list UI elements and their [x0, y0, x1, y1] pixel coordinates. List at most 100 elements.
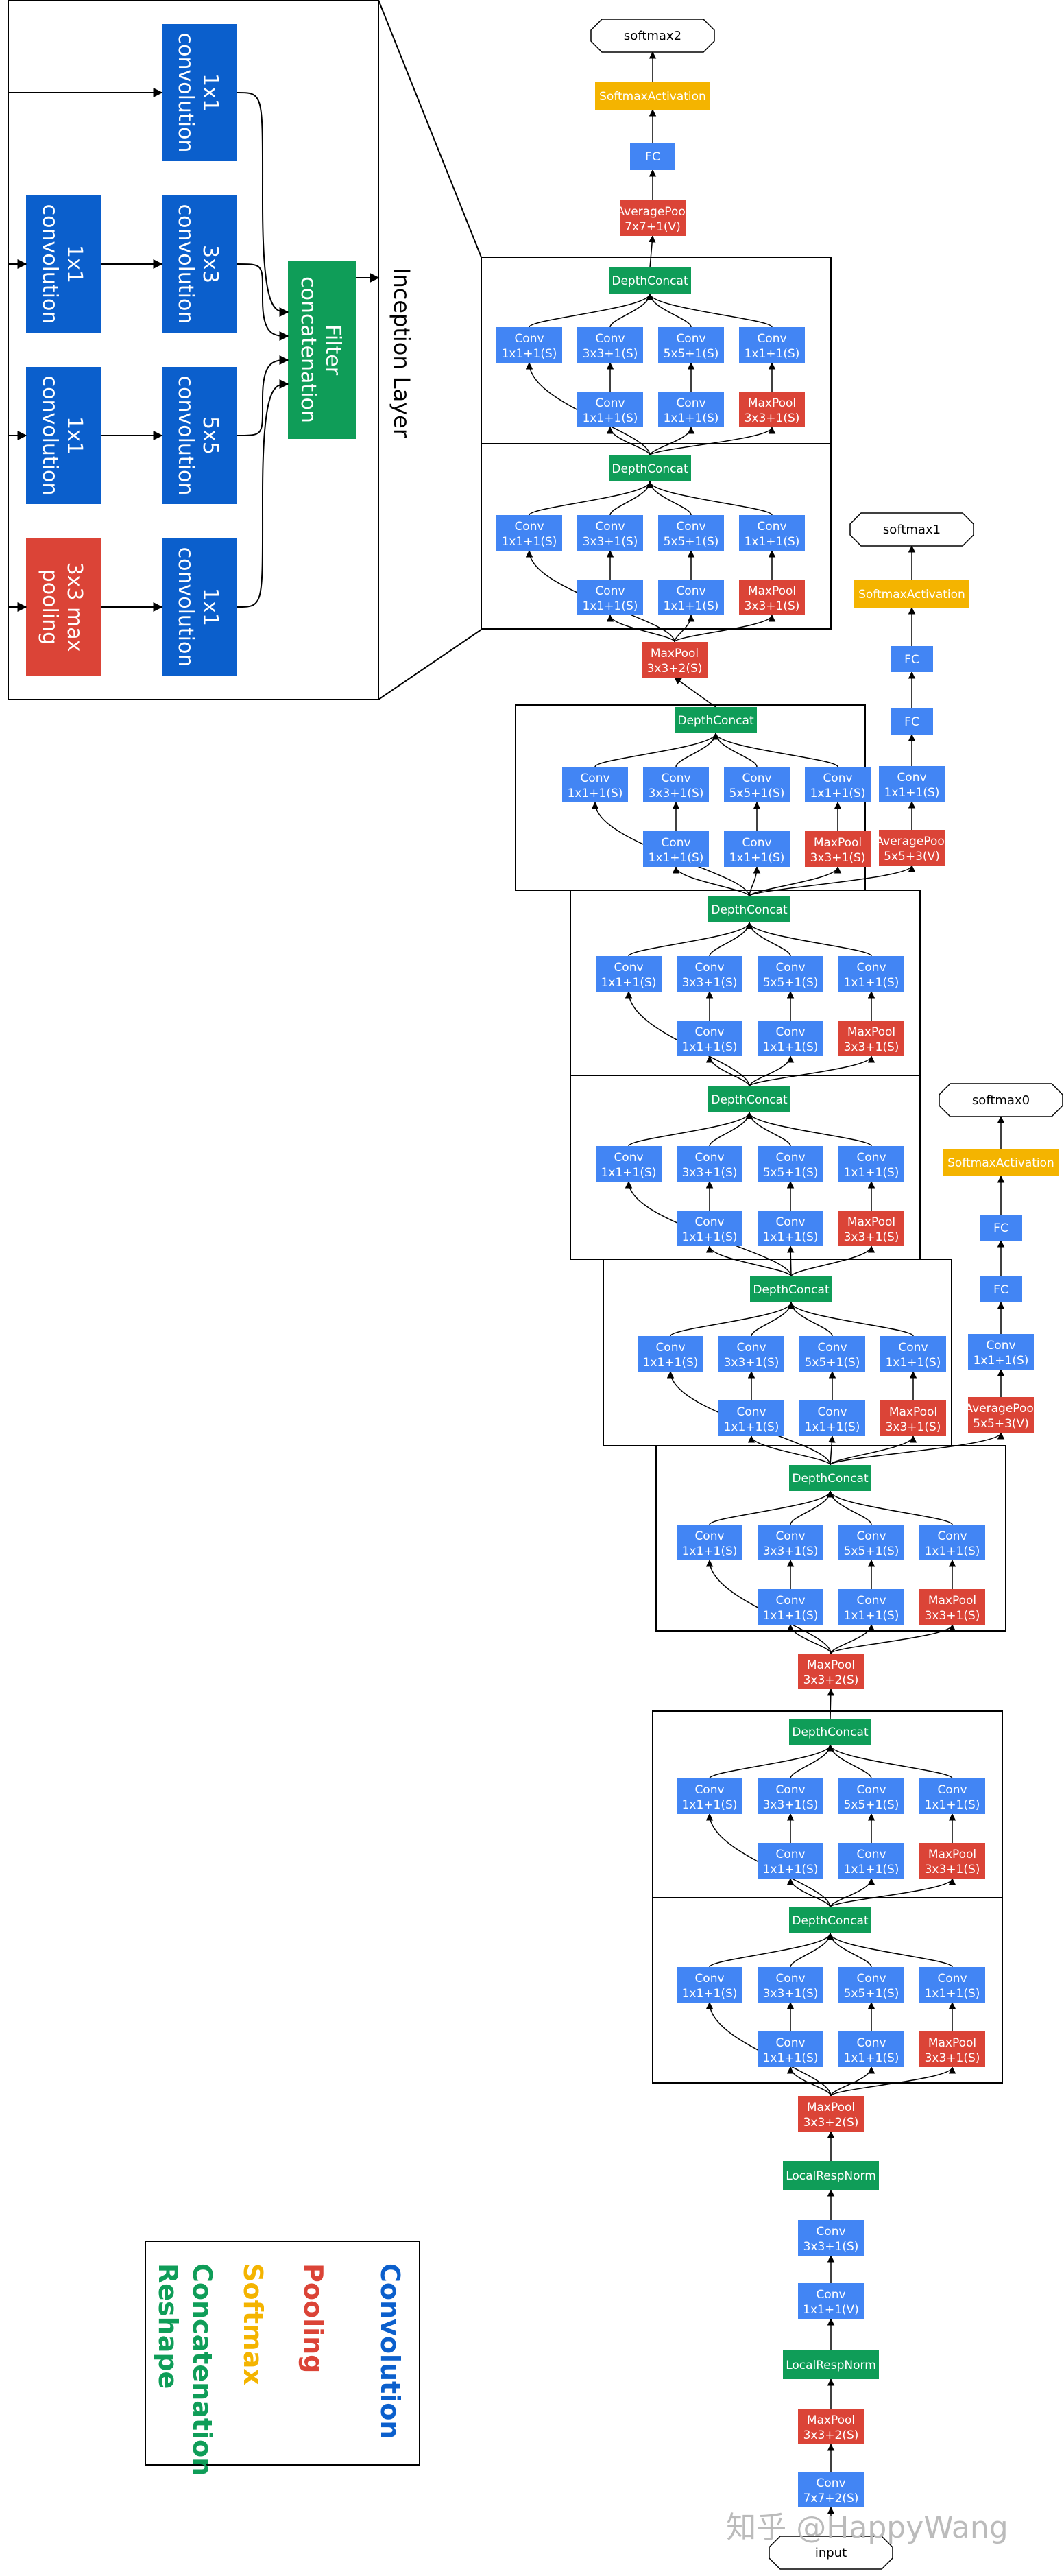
- edge-pool2-to-i3a-mp: [830, 2066, 956, 2097]
- edge-pool2-to-i3a-r5: [830, 2066, 875, 2097]
- node-label: Conv: [856, 1972, 886, 1985]
- node-box: [677, 1146, 742, 1182]
- node-input: input: [769, 2536, 893, 2570]
- node-label: FC: [904, 715, 919, 729]
- edge-i4a-concat-to-i4b-r3: [747, 1435, 831, 1466]
- node-sublabel: 3x3+2(S): [803, 1673, 859, 1687]
- node-sublabel: 5x5+1(S): [763, 976, 819, 990]
- node-box: [577, 327, 643, 363]
- inc-conv1x1-a: 1x1convolution: [26, 195, 101, 333]
- inc-conv1x1-pool-box: [162, 538, 237, 676]
- node-box: [724, 767, 790, 802]
- edge-i4e-c5-to-i4e-concat: [712, 732, 758, 767]
- node-box: [854, 580, 969, 608]
- inc-filter-concat: Filterconcatenation: [288, 261, 356, 439]
- legend: ConvolutionPoolingSoftmaxConcatenationRe…: [145, 2241, 420, 2476]
- inc-conv1x1-pool: 1x1convolution: [162, 538, 237, 676]
- inc-conv1x1-b-label: 1x1convolution: [38, 376, 86, 496]
- node-box: [718, 1400, 784, 1436]
- node-sublabel: 3x3+2(S): [803, 2116, 859, 2130]
- edge-i4a-c1-to-i4a-concat: [709, 1490, 834, 1525]
- edge-i4a-concat-to-aux0-pool: [830, 1431, 1005, 1466]
- node-lrn2: LocalRespNorm: [783, 2161, 879, 2190]
- node-sublabel: 7x7+2(S): [803, 2492, 859, 2505]
- inc-maxpool-label: 3x3 maxpooling: [38, 562, 86, 652]
- node-label: Conv: [856, 1151, 886, 1165]
- edge-i5a-concat-to-i5b-mp: [649, 426, 776, 456]
- node-sublabel: 3x3+1(S): [763, 1987, 819, 2001]
- node-label: Conv: [676, 396, 705, 410]
- node-box: [919, 1778, 985, 1814]
- node-box: [595, 82, 710, 110]
- edge-pool3-to-i4a-r3: [786, 1623, 832, 1654]
- edge-i4b-cp-to-i4b-concat: [787, 1301, 914, 1337]
- edge-i3b-concat-to-pool3: [827, 1688, 835, 1719]
- inc-conv3x3-box: [162, 195, 237, 333]
- node-box: [739, 580, 805, 615]
- node-sublabel: 1x1+1(S): [886, 1356, 941, 1370]
- inc-maxpool-box: [26, 538, 101, 676]
- node-label: Conv: [614, 961, 643, 975]
- node-sublabel: 1x1+1(S): [763, 1230, 819, 1244]
- inc-conv1x1-b: 1x1convolution: [26, 367, 101, 504]
- node-softmax1: softmax1: [849, 512, 974, 547]
- node-sublabel: 1x1+1(S): [568, 787, 623, 800]
- edge-i3a-cp-to-i3a-concat: [826, 1932, 953, 1968]
- node-fcfinal: FC: [630, 143, 675, 170]
- node-box: [838, 1967, 904, 2003]
- node-label: input: [815, 2546, 847, 2560]
- node-sublabel: 3x3+1(S): [925, 2051, 980, 2065]
- node-label: Conv: [661, 772, 690, 785]
- edge-i3b-c5-to-i3b-concat: [826, 1743, 872, 1779]
- node-box: [799, 1336, 865, 1372]
- node-label: Conv: [757, 520, 786, 534]
- inc-3x3-to-concat: [237, 263, 289, 341]
- edge-i4d-c3-to-i4d-concat: [709, 921, 753, 957]
- inc-conv1x1-b-box: [26, 367, 101, 504]
- edge-i5b-cp-to-i5b-concat: [646, 292, 773, 328]
- node-label: Conv: [775, 1215, 805, 1229]
- node-label: AveragePool: [876, 835, 948, 848]
- node-sublabel: 3x3+1(S): [763, 1798, 819, 1812]
- node-sublabel: 1x1+1(S): [925, 1798, 980, 1812]
- inception-layer-title: Inception Layer: [389, 267, 415, 438]
- edge-pool3-to-i4a-mp: [830, 1623, 956, 1654]
- node-box: [879, 830, 945, 866]
- edge-i4d-c5-to-i4d-concat: [745, 921, 791, 957]
- node-sublabel: 1x1+1(S): [502, 535, 557, 549]
- node-sublabel: 1x1+1(S): [805, 1420, 860, 1434]
- node-sublabel: 1x1+1(S): [844, 1609, 899, 1623]
- node-label: Conv: [595, 520, 625, 534]
- node-box: [783, 2350, 879, 2379]
- node-aux1-fc2: FC: [891, 646, 933, 672]
- node-smfinal: SoftmaxActivation: [595, 82, 710, 110]
- node-label: Conv: [937, 1972, 967, 1985]
- node-sublabel: 1x1+1(S): [682, 1230, 738, 1244]
- node-label: Conv: [856, 961, 886, 975]
- node-sublabel: 3x3+1(S): [745, 412, 800, 425]
- node-box: [724, 831, 790, 867]
- node-box: [968, 1397, 1034, 1433]
- edge-i4a-concat-to-i4b-mp: [830, 1435, 917, 1466]
- edge-i4a-concat-to-i4b-r5: [828, 1435, 836, 1466]
